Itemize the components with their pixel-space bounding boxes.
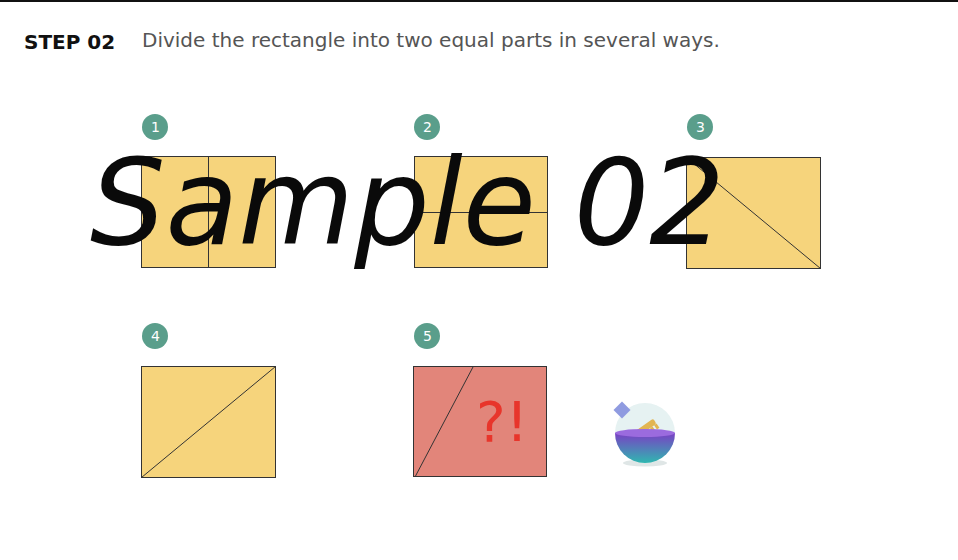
- shape-rectangle: ?!: [413, 366, 547, 477]
- instruction: Divide the rectangle into two equal part…: [142, 30, 720, 50]
- rectangle-4: [142, 367, 276, 478]
- watermark: Sample 02: [90, 144, 725, 263]
- bowl-key-icon: [614, 402, 675, 467]
- top-rule: [0, 0, 958, 2]
- callout-number: 3: [696, 120, 705, 134]
- callout-number: 4: [151, 329, 160, 343]
- step-title: STEP 02: [24, 30, 115, 54]
- node-text: ?!: [476, 394, 528, 450]
- callout-number: 1: [151, 120, 160, 134]
- callout-number: 5: [423, 329, 432, 343]
- callout-number: 2: [423, 120, 432, 134]
